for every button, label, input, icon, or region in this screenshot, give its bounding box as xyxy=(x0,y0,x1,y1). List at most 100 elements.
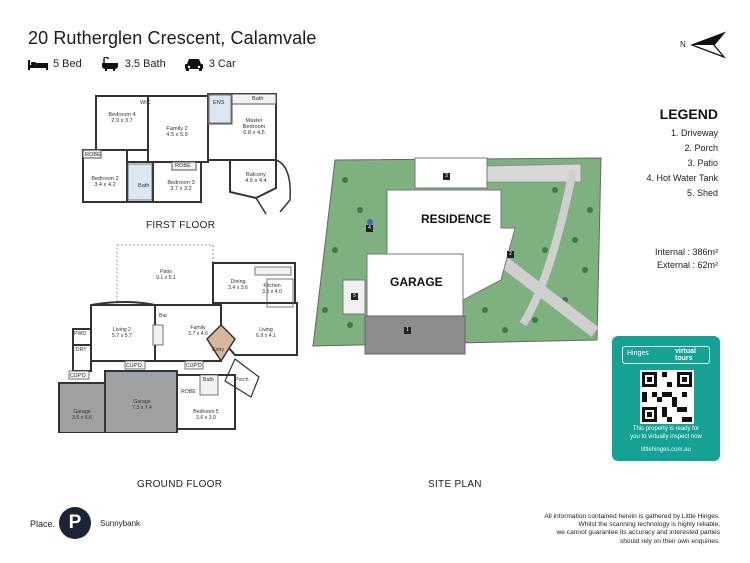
internal-value: : 386m² xyxy=(687,247,718,257)
room-ens: ENS xyxy=(213,100,225,106)
room-kitchen-name: Kitchen xyxy=(263,283,281,289)
legend-item: 2. Porch xyxy=(684,143,718,153)
room-bath-ground: Bath xyxy=(203,377,214,383)
baths-spec: 3.5 Bath xyxy=(100,57,166,71)
vt-badge-line2: tours xyxy=(675,355,693,362)
disclaimer-line: should rely on their own enquiries. xyxy=(619,537,720,545)
room-bedroom4-name: Bedroom 4 xyxy=(108,112,136,118)
site-marker-3: 3 xyxy=(443,173,450,180)
disclaimer: All information contained herein is gath… xyxy=(510,513,720,546)
compass-arrow-icon xyxy=(690,31,727,59)
internal-area: Internal : 386m² xyxy=(655,246,718,259)
disclaimer-line: All information contained herein is gath… xyxy=(544,513,720,520)
vt-text-line2: you to virtually inspect now xyxy=(630,433,702,440)
room-balcony: Balcony 4.5 x 4.4 xyxy=(240,172,272,184)
legend-item: 4. Hot Water Tank xyxy=(646,173,718,183)
room-family-name: Family xyxy=(190,325,206,331)
first-floor-labels: WIC Bedroom 4 2.9 x 3.7 Family 2 4.5 x 5… xyxy=(80,88,300,216)
car-icon xyxy=(184,58,203,71)
external-area: External : 62m² xyxy=(655,259,718,272)
room-master-name: Master xyxy=(245,118,263,124)
external-label: External xyxy=(656,260,690,270)
ground-floor-plan xyxy=(58,244,298,433)
property-address: 20 Rutherglen Crescent, Calamvale xyxy=(28,28,317,48)
room-family2: Family 2 4.5 x 5.9 xyxy=(154,126,200,138)
room-bedroom5-size: 3.6 x 3.0 xyxy=(196,415,216,421)
room-living2: Living 2 5.7 x 5.7 xyxy=(107,327,137,339)
room-garage-name: Garage xyxy=(133,399,151,405)
site-garage-label: GARAGE xyxy=(390,275,443,289)
virtual-tour-card[interactable]: Hinges virtual tours This property is re… xyxy=(612,336,720,461)
room-robe-2: ROBE xyxy=(175,163,191,169)
beds-spec: 5 Bed xyxy=(28,58,82,70)
vt-text: This property is ready for you to virtua… xyxy=(612,426,720,441)
room-living-size: 6.9 x 4.1 xyxy=(256,333,276,339)
room-garage-size: 7.3 x 7.4 xyxy=(132,405,152,411)
vt-brand: Hinges xyxy=(627,350,649,357)
site-residence-label: RESIDENCE xyxy=(421,212,492,226)
room-dining: Dining 3.4 x 3.6 xyxy=(223,279,253,291)
legend-list: 1. Driveway 2. Porch 3. Patio 4. Hot Wat… xyxy=(646,126,718,201)
room-robe-1: ROBE xyxy=(85,152,101,158)
room-master-sub: Bedroom xyxy=(242,124,266,130)
baths-text: 3.5 Bath xyxy=(124,58,166,70)
room-bar: Bar xyxy=(159,313,168,319)
room-balcony-size: 4.5 x 4.4 xyxy=(245,178,267,184)
room-living-name: Living xyxy=(259,327,273,333)
bath-icon xyxy=(101,57,118,71)
legend-item: 1. Driveway xyxy=(670,128,718,138)
room-dining-name: Dining xyxy=(230,279,246,285)
room-cupd-2: CUP'D xyxy=(126,363,142,369)
internal-label: Internal xyxy=(654,247,685,257)
room-kitchen-size: 3.5 x 4.0 xyxy=(262,289,282,295)
disclaimer-line: we cannot guarantee its accuracy and int… xyxy=(556,529,720,537)
room-pwd: PWD xyxy=(74,331,87,337)
room-garage-small-size: 3.6 x 6.6 xyxy=(72,415,92,421)
room-bedroom5: Bedroom 5 3.6 x 3.0 xyxy=(189,409,223,421)
room-cupd-1: CUP'D xyxy=(70,373,86,379)
room-dining-size: 3.4 x 3.6 xyxy=(228,285,248,291)
qr-code-icon xyxy=(642,372,692,422)
disclaimer-line: Whilst the scanning technology is highly… xyxy=(578,521,720,529)
legend-item: 5. Shed xyxy=(686,188,718,198)
room-robe-ground: ROBE xyxy=(181,389,196,395)
vt-badge: virtual tours xyxy=(675,348,696,362)
room-master: Master Bedroom 6.8 x 4.5 xyxy=(234,118,274,136)
site-plan xyxy=(312,157,602,355)
room-living2-name: Living 2 xyxy=(113,327,131,333)
vt-badge-line1: virtual xyxy=(675,348,697,355)
room-master-size: 6.8 x 4.5 xyxy=(243,130,265,136)
vt-url[interactable]: littlehinges.com.au xyxy=(641,447,691,453)
room-family: Family 3.7 x 4.6 xyxy=(183,325,213,337)
room-wic: WIC xyxy=(140,100,151,106)
room-bedroom3-size: 3.7 x 3.2 xyxy=(170,186,192,192)
agency-office: Sunnybank xyxy=(100,519,141,528)
first-floor-label: FIRST FLOOR xyxy=(146,220,216,231)
room-kitchen: Kitchen 3.5 x 4.0 xyxy=(257,283,287,295)
room-porch: Porch xyxy=(235,377,249,383)
cars-spec: 3 Car xyxy=(184,58,236,71)
room-patio-name: Patio xyxy=(160,269,172,275)
cars-text: 3 Car xyxy=(208,58,236,70)
north-label: N xyxy=(680,40,686,49)
ground-floor-label: GROUND FLOOR xyxy=(137,479,223,490)
room-bedroom3-name: Bedroom 3 xyxy=(167,180,195,186)
vt-text-line1: This property is ready for xyxy=(632,426,700,432)
room-family2-size: 4.5 x 5.9 xyxy=(166,132,188,138)
room-bedroom2: Bedroom 2 3.4 x 4.2 xyxy=(86,176,124,188)
property-specs: 5 Bed 3.5 Bath 3 Car xyxy=(28,57,248,71)
bed-icon xyxy=(28,60,48,70)
ground-floor-labels: Patio 9.1 x 5.1 Dining 3.4 x 3.6 Kitchen… xyxy=(55,243,305,433)
room-living2-size: 5.7 x 5.7 xyxy=(112,333,132,339)
room-garage: Garage 7.3 x 7.4 xyxy=(125,399,159,411)
site-plan-labels: RESIDENCE GARAGE 1 2 3 4 5 xyxy=(305,150,605,360)
room-entry: Entry xyxy=(212,347,225,353)
room-balcony-name: Balcony xyxy=(246,172,266,178)
room-cupd-3: CUP'D xyxy=(186,363,202,369)
room-bedroom4-size: 2.9 x 3.7 xyxy=(111,118,133,124)
qr-code[interactable] xyxy=(640,370,694,424)
room-bath: Bath xyxy=(138,183,150,189)
room-garage-small-name: Garage xyxy=(73,409,91,415)
beds-text: 5 Bed xyxy=(53,58,82,70)
room-bath-top: Bath xyxy=(252,96,264,102)
